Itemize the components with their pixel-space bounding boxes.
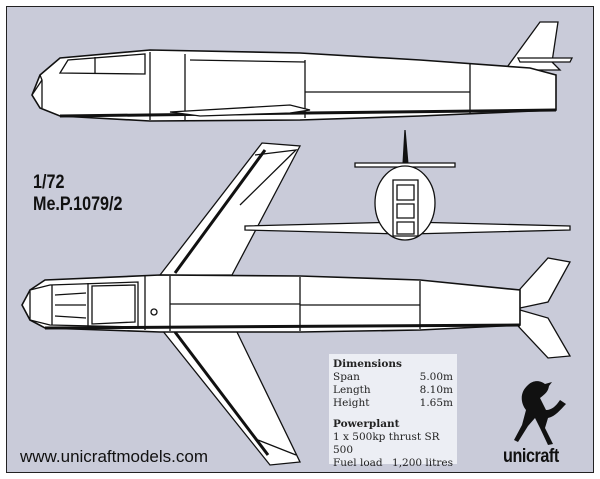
spec-label: Length — [333, 384, 371, 396]
spec-value: 1,200 litres — [392, 457, 453, 469]
spec-row-span: Span 5.00m — [333, 371, 453, 384]
spec-label: Height — [333, 397, 370, 409]
spec-row-height: Height 1.65m — [333, 397, 453, 410]
spec-value: 5.00m — [419, 371, 453, 383]
unicorn-icon — [514, 381, 566, 445]
scale-label: 1/72 — [33, 172, 65, 193]
side-canopy — [58, 53, 146, 75]
front-view — [244, 129, 571, 241]
side-tailplane — [516, 57, 574, 63]
spec-row-length: Length 8.10m — [333, 384, 453, 397]
engine-spec: 1 x 500kp thrust SR 500 — [333, 431, 440, 456]
website-link[interactable]: www.unicraftmodels.com — [20, 447, 209, 466]
spec-label: Span — [333, 371, 360, 383]
front-fin — [402, 129, 409, 166]
specs-panel: Dimensions Span 5.00m Length 8.10m Height 1… — [329, 354, 457, 469]
spec-row-fuel: Fuel load 1,200 litres — [333, 457, 453, 470]
dimensions-heading: Dimensions — [333, 358, 402, 370]
powerplant-heading: Powerplant — [333, 418, 400, 430]
front-fuselage — [374, 165, 436, 241]
front-tailplane — [354, 162, 456, 168]
top-view — [21, 142, 572, 466]
spec-value: 1.65m — [419, 397, 453, 409]
spec-value: 8.10m — [419, 384, 453, 396]
upper-wing — [158, 142, 302, 276]
brand-name: unicraft — [503, 446, 559, 467]
model-label: Me.P.1079/2 — [33, 194, 123, 215]
side-wing-fairing — [169, 104, 311, 117]
side-tail-fin — [503, 21, 562, 71]
side-view — [31, 21, 574, 122]
lower-wing — [160, 329, 301, 466]
spec-label: Fuel load — [333, 457, 383, 469]
top-canopy — [29, 281, 139, 328]
